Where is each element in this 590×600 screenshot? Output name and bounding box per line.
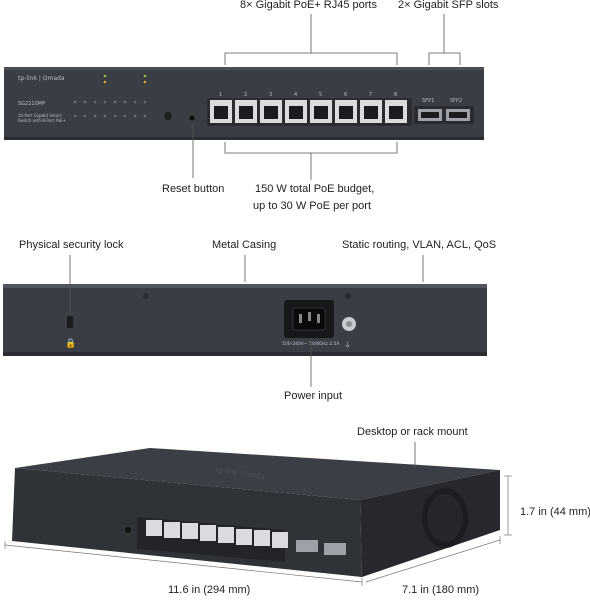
depth-dimension-label: 7.1 in (180 mm) [402, 584, 480, 596]
status-led-grid [73, 74, 147, 118]
poe-budget-label-1: 150 W total PoE budget, [255, 183, 375, 195]
sfp1-label: SFP1 [422, 98, 434, 104]
port-number: 2 [244, 92, 247, 98]
port-number: 7 [369, 92, 372, 98]
security-lock-label: Physical security lock [19, 239, 124, 251]
model-desc-2: Switch with 8-Port PoE+ [18, 118, 66, 123]
width-dimension-label: 11.6 in (294 mm) [168, 584, 251, 596]
brand-logo: tp-link | Omada [18, 75, 65, 82]
port-number-labels: 1 2 3 4 5 6 7 8 [219, 92, 397, 98]
sfp2-label: SFP2 [450, 98, 462, 104]
height-dimension-label: 1.7 in (44 mm) [520, 506, 590, 518]
security-lock-slot [67, 316, 73, 328]
model-name: SG2210MP [18, 101, 45, 107]
switch-angled-view: tp-link Omada [12, 448, 500, 577]
power-socket [284, 300, 334, 338]
features-label: Static routing, VLAN, ACL, QoS [342, 239, 497, 251]
rj45-ports-label: 8× Gigabit PoE+ RJ45 ports [240, 0, 377, 11]
model-desc-1: 10-Port Gigabit Smart [18, 113, 62, 118]
metal-casing-label: Metal Casing [212, 239, 277, 251]
port-number: 6 [344, 92, 347, 98]
mode-button [164, 112, 172, 120]
port-number: 3 [269, 92, 272, 98]
sfp-slot-group [418, 109, 470, 121]
port-number: 4 [294, 92, 297, 98]
port-number: 1 [219, 92, 222, 98]
lock-icon: 🔒 [65, 338, 76, 348]
switch-rear-panel [3, 284, 487, 356]
dimension-lines [4, 475, 512, 586]
mount-label: Desktop or rack mount [357, 426, 468, 438]
sfp-slots-label: 2× Gigabit SFP slots [398, 0, 499, 11]
poe-budget-label-2: up to 30 W PoE per port [253, 200, 372, 212]
rj45-port-group [210, 100, 407, 123]
reset-button-label: Reset button [162, 183, 225, 195]
port-number: 8 [394, 92, 397, 98]
port-number: 5 [319, 92, 322, 98]
power-input-label: Power input [284, 390, 343, 402]
callout-lines [69, 14, 461, 468]
reset-button-hole [189, 115, 195, 121]
ground-icon: ⏚ [344, 341, 351, 349]
